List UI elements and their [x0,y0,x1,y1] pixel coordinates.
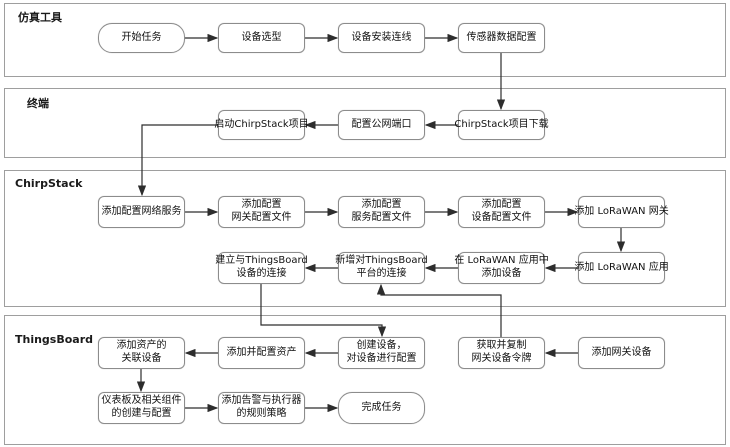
node-label: 添加并配置资产 [226,346,297,358]
node-label: 添加配置网络服务 [101,205,182,217]
node-label: 网关设备令牌 [471,353,532,364]
node-chirpstack-download: ChirpStack项目下载 [454,110,549,140]
node-start-chirpstack-project: 启动ChirpStack项目 [214,110,309,140]
node-add-lorawan-app: 添加 LoRaWAN 应用 [574,252,669,284]
node-label: 的创建与配置 [111,408,172,419]
node-label: 建立与ThingsBoard [215,255,308,267]
node-alarm-actuator-rules: 添加告警与执行器的规则策略 [218,392,305,424]
node-label: 完成任务 [361,401,402,413]
node-label: 添加网关设备 [591,346,652,358]
node-finish-task: 完成任务 [338,392,425,424]
node-add-lorawan-gateway: 添加 LoRaWAN 网关 [574,196,669,228]
node-label: 服务配置文件 [351,212,412,223]
node-label: 配置公网端口 [351,118,412,130]
node-label: 添加配置 [241,199,282,211]
node-label: 添加资产的 [116,340,167,352]
node-get-copy-gateway-token: 获取并复制网关设备令牌 [458,337,545,369]
node-label: 添加告警与执行器 [221,395,302,407]
node-device-selection: 设备选型 [218,23,305,53]
node-label: 仪表板及相关组件 [101,395,182,407]
node-sensor-data-config: 传感器数据配置 [458,23,545,53]
edge-start-chirpstack-to-network-service [137,124,218,197]
node-label: 创建设备， [356,340,407,352]
node-add-device-config-file: 添加配置设备配置文件 [458,196,545,228]
node-label: 新增对ThingsBoard [335,255,428,267]
node-label: 添加设备 [481,268,522,279]
edge-gateway-token-to-platform-connection [376,283,502,337]
node-label: 在 LoRaWAN 应用中 [454,255,549,267]
node-label: 添加配置 [361,199,402,211]
node-label: 设备选型 [241,31,282,43]
edge-device-connection-to-create-device [260,284,387,338]
node-label: 添加 LoRaWAN 网关 [574,205,669,217]
node-label: 网关配置文件 [231,212,292,223]
node-label: 开始任务 [121,31,162,43]
lane-label-thingsboard: ThingsBoard [15,333,94,346]
node-label: 关联设备 [121,353,162,364]
node-add-gateway-config-file: 添加配置网关配置文件 [218,196,305,228]
node-label: 对设备进行配置 [346,353,417,364]
node-label: 设备配置文件 [471,212,532,223]
node-label: 启动ChirpStack项目 [214,118,309,130]
node-label: 添加 LoRaWAN 应用 [574,261,669,273]
lane-chirpstack [4,170,726,307]
node-label: 获取并复制 [476,340,527,352]
lane-label-simulation-tool: 仿真工具 [18,11,62,24]
node-add-service-config-file: 添加配置服务配置文件 [338,196,425,228]
lane-terminal [4,88,726,158]
node-label: 平台的连接 [356,268,407,279]
node-add-gateway-device: 添加网关设备 [578,337,665,369]
node-dashboard-components-create: 仪表板及相关组件的创建与配置 [98,392,185,424]
node-device-install-wiring: 设备安装连线 [338,23,425,53]
node-label: 设备安装连线 [351,31,412,43]
node-label: 设备的连接 [236,268,287,279]
lane-label-terminal: 终端 [27,97,49,110]
lane-label-chirpstack: ChirpStack [15,177,83,190]
node-start-task: 开始任务 [98,23,185,53]
node-add-device-in-lorawan-app: 在 LoRaWAN 应用中添加设备 [454,252,549,284]
node-label: 的规则策略 [236,408,287,419]
node-config-public-port: 配置公网端口 [338,110,425,140]
node-label: ChirpStack项目下载 [454,118,549,130]
node-add-configure-asset: 添加并配置资产 [218,337,305,369]
node-create-device-configure: 创建设备，对设备进行配置 [338,337,425,369]
node-add-asset-related-device: 添加资产的关联设备 [98,337,185,369]
node-label: 传感器数据配置 [466,31,537,43]
node-add-network-service: 添加配置网络服务 [98,196,185,228]
node-label: 添加配置 [481,199,522,211]
